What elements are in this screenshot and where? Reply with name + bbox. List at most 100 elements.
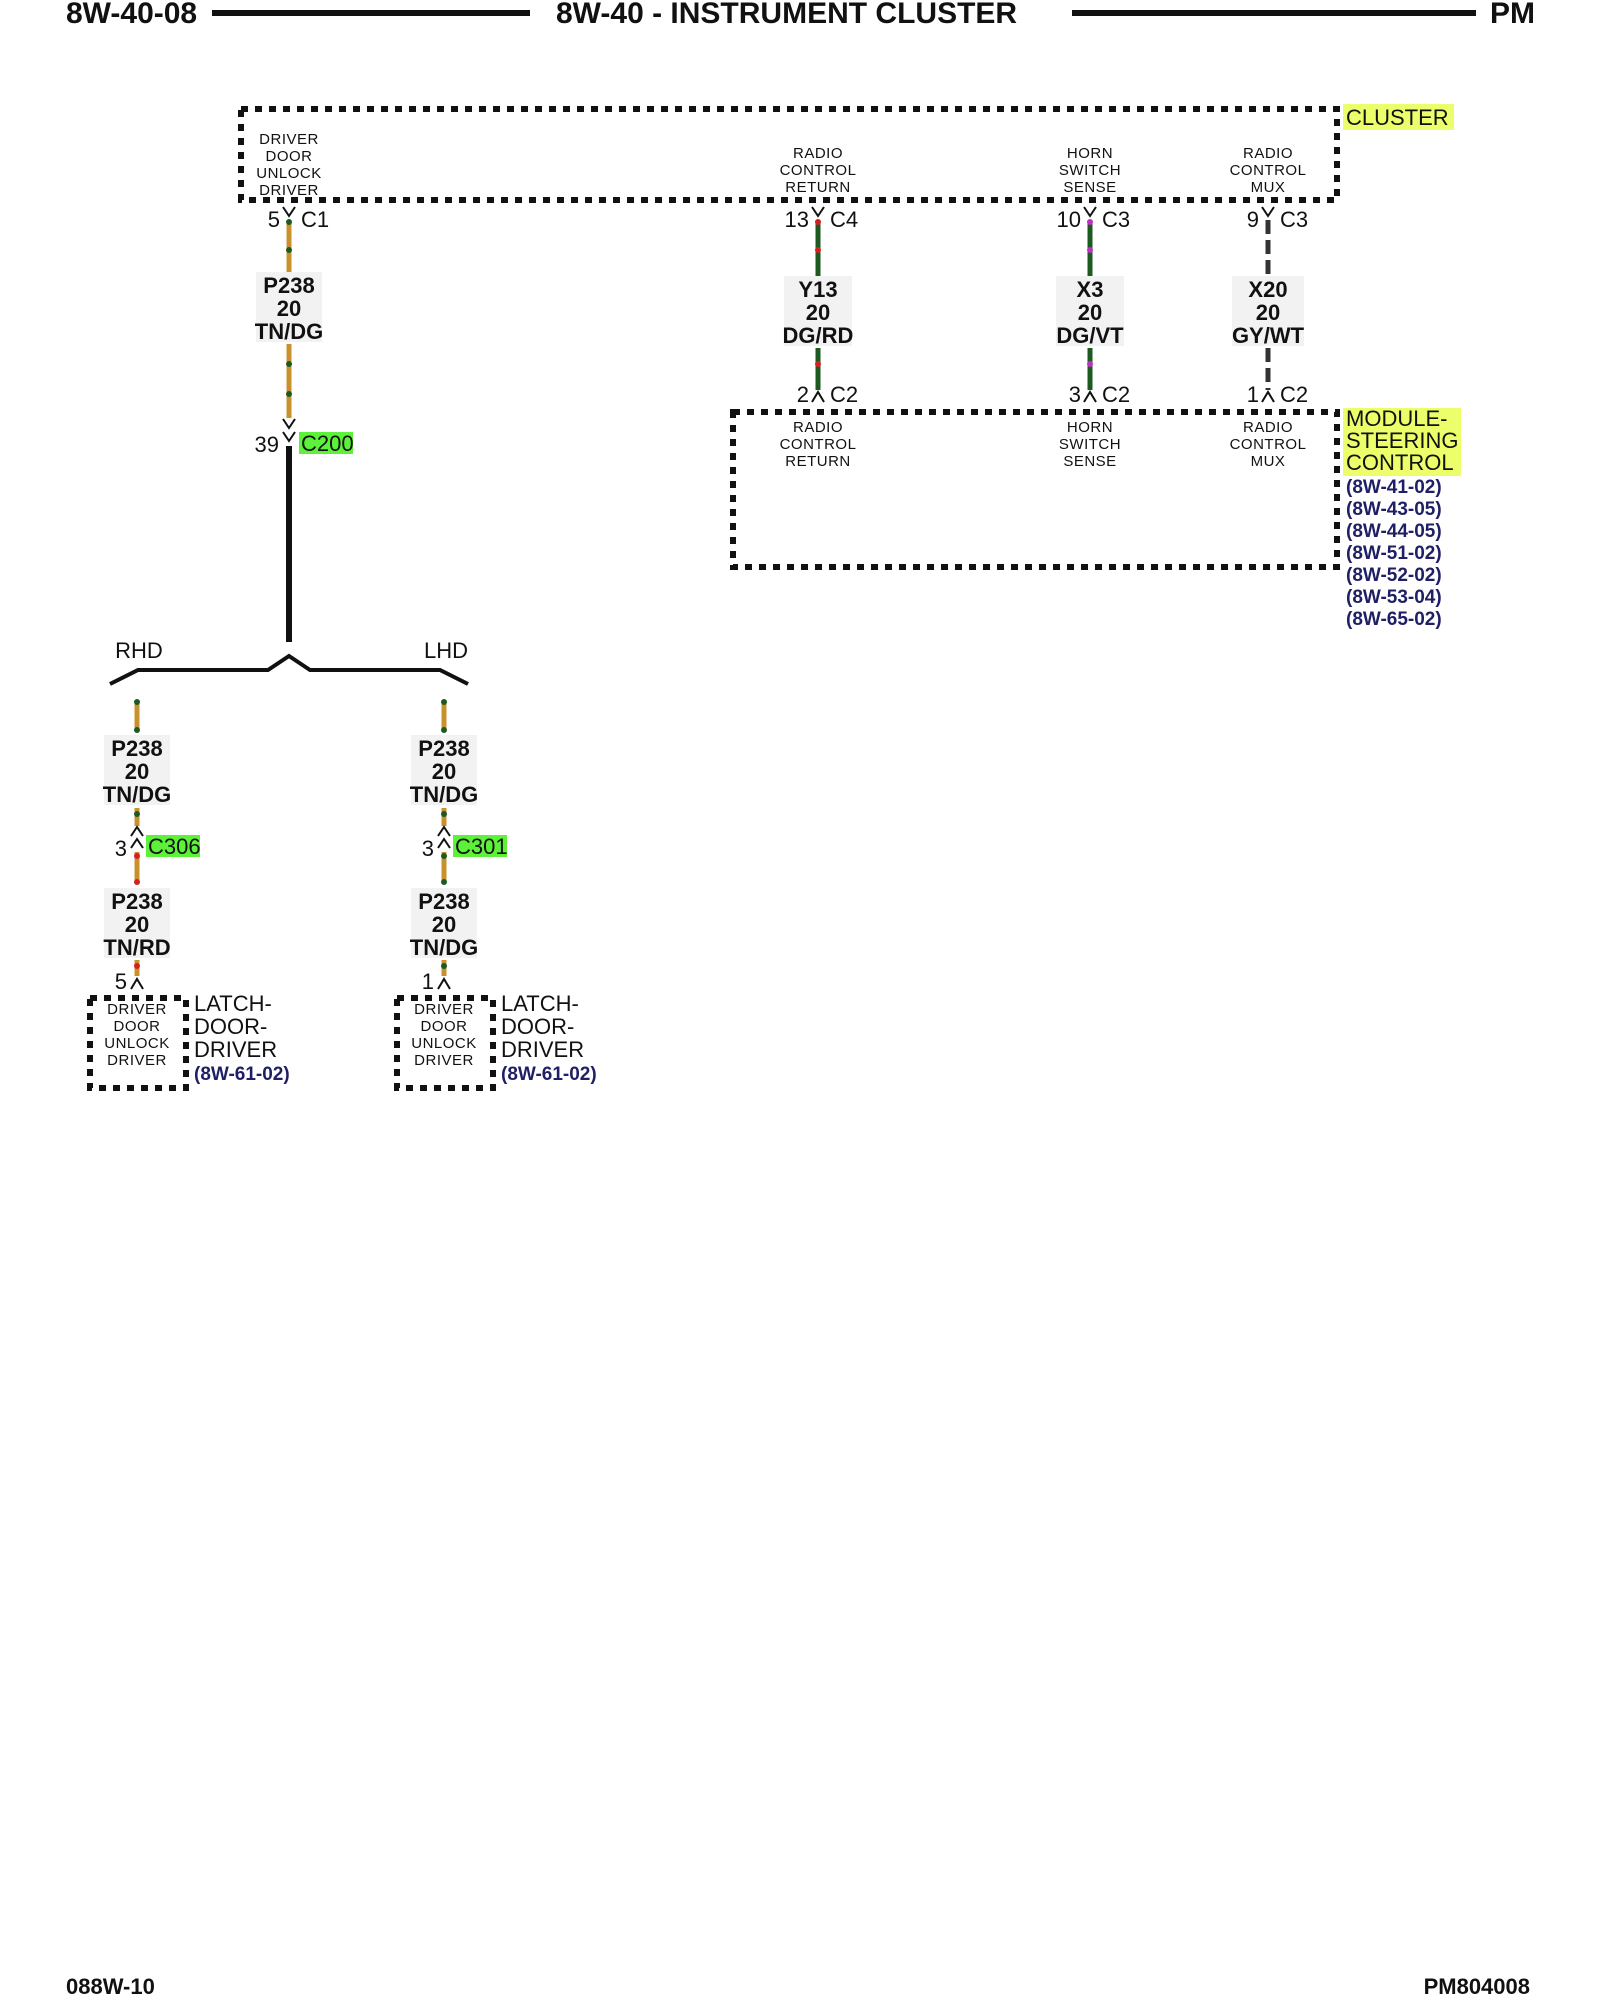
svg-text:C2: C2 xyxy=(1102,382,1130,407)
svg-text:39: 39 xyxy=(255,432,279,457)
latch-lhd-connector: 1 xyxy=(422,969,451,994)
svg-text:DRIVER: DRIVER xyxy=(414,1001,474,1018)
svg-text:1: 1 xyxy=(1247,382,1259,407)
cluster-module: CLUSTER DRIVER DOOR UNLOCK DRIVER RADIO … xyxy=(238,104,1454,203)
c200-label: C200 xyxy=(301,431,354,456)
connector-symbol xyxy=(1261,206,1275,218)
wire-x20: X20 20 GY/WT xyxy=(1232,220,1305,390)
wire-x20-id: X20 xyxy=(1248,277,1287,302)
wire-p238-lhd-lower-gauge: 20 xyxy=(432,912,456,937)
svg-text:UNLOCK: UNLOCK xyxy=(256,165,322,182)
svg-text:CONTROL: CONTROL xyxy=(780,162,857,179)
page-title: 8W-40 - INSTRUMENT CLUSTER xyxy=(556,0,1017,30)
svg-text:DOOR: DOOR xyxy=(114,1018,161,1035)
svg-text:MUX: MUX xyxy=(1251,179,1286,196)
connector-symbol xyxy=(130,977,144,990)
svg-text:DRIVER: DRIVER xyxy=(414,1052,474,1069)
rhd-branch: P238 20 TN/DG 3 C306 P238 20 TN/RD 5 xyxy=(87,699,290,1091)
cluster-pin-label-radio-mux: RADIO CONTROL MUX xyxy=(1230,145,1306,196)
page-code: PM xyxy=(1490,0,1535,30)
latch-lhd-name-2: DOOR- xyxy=(501,1014,574,1039)
cluster-box xyxy=(238,106,1340,203)
connector-symbol xyxy=(1261,390,1275,403)
svg-text:HORN: HORN xyxy=(1067,145,1113,162)
svg-text:DOOR: DOOR xyxy=(421,1018,468,1035)
connector-symbol xyxy=(437,977,451,990)
reference-link[interactable]: (8W-53-04) xyxy=(1346,587,1442,608)
cluster-connector-c3-horn: 10 C3 xyxy=(1057,206,1130,232)
cluster-pin-label-horn-sense: HORN SWITCH SENSE xyxy=(1059,145,1121,196)
connector-symbol xyxy=(437,837,451,849)
cluster-connector-c3-mux: 9 C3 xyxy=(1247,206,1308,232)
reference-link[interactable]: (8W-61-02) xyxy=(501,1064,597,1085)
svg-text:DRIVER: DRIVER xyxy=(259,182,319,199)
c301-highlight xyxy=(453,835,507,857)
wire-p238-lhd-gauge: 20 xyxy=(432,759,456,784)
branch-label-lhd: LHD xyxy=(424,638,468,663)
svg-text:C2: C2 xyxy=(830,382,858,407)
page-id: 8W-40-08 xyxy=(66,0,197,30)
footer-left-code: 088W-10 xyxy=(66,1974,155,1999)
svg-text:RETURN: RETURN xyxy=(785,179,851,196)
inline-connector-c200: 39 C200 xyxy=(255,418,354,457)
reference-link[interactable]: (8W-51-02) xyxy=(1346,543,1442,564)
wire-p238-gauge: 20 xyxy=(277,296,301,321)
svg-text:10: 10 xyxy=(1057,207,1081,232)
latch-door-driver-rhd: DRIVER DOOR UNLOCK DRIVER LATCH- DOOR- D… xyxy=(87,991,290,1091)
wire-p238-lhd-lower-color: TN/DG xyxy=(410,935,478,960)
svg-text:3: 3 xyxy=(115,836,127,861)
connector-symbol xyxy=(811,206,825,218)
steering-pin-label-horn-sense: HORN SWITCH SENSE xyxy=(1059,419,1121,470)
page-header: 8W-40-08 8W-40 - INSTRUMENT CLUSTER PM xyxy=(66,0,1535,30)
svg-text:DRIVER: DRIVER xyxy=(107,1052,167,1069)
inline-connector-c306: 3 C306 xyxy=(115,825,201,861)
latch-rhd-connector: 5 xyxy=(115,969,144,994)
wire-y13-gauge: 20 xyxy=(806,300,830,325)
lhd-branch: P238 20 TN/DG 3 C301 P238 20 TN/DG 1 DRI… xyxy=(394,699,597,1091)
svg-text:3: 3 xyxy=(1069,382,1081,407)
svg-text:C1: C1 xyxy=(301,207,329,232)
wire-p238-cluster: P238 20 TN/DG xyxy=(255,219,323,418)
svg-text:RETURN: RETURN xyxy=(785,453,851,470)
c306-highlight xyxy=(146,835,200,857)
wire-x20-color: GY/WT xyxy=(1232,323,1305,348)
reference-link[interactable]: (8W-43-05) xyxy=(1346,499,1442,520)
steering-pin-label-radio-mux: RADIO CONTROL MUX xyxy=(1230,419,1307,470)
c301-label: C301 xyxy=(455,834,508,859)
reference-link[interactable]: (8W-52-02) xyxy=(1346,565,1442,586)
reference-link[interactable]: (8W-44-05) xyxy=(1346,521,1442,542)
harness-brace xyxy=(109,653,469,686)
svg-text:CONTROL: CONTROL xyxy=(1230,436,1307,453)
wire-p238-rhd-lower-id: P238 xyxy=(111,889,162,914)
svg-text:9: 9 xyxy=(1247,207,1259,232)
connector-symbol xyxy=(282,431,296,443)
connector-symbol xyxy=(282,418,296,430)
connector-symbol xyxy=(130,825,144,837)
latch-rhd-name-1: LATCH- xyxy=(194,991,272,1016)
reference-link[interactable]: (8W-65-02) xyxy=(1346,609,1442,630)
wire-x20-gauge: 20 xyxy=(1256,300,1280,325)
reference-link[interactable]: (8W-41-02) xyxy=(1346,477,1442,498)
cluster-name-highlight xyxy=(1343,104,1454,130)
latch-lhd-box xyxy=(394,995,496,1091)
connector-symbol xyxy=(1083,206,1097,218)
svg-text:UNLOCK: UNLOCK xyxy=(411,1035,477,1052)
svg-text:C4: C4 xyxy=(830,207,858,232)
svg-text:SENSE: SENSE xyxy=(1063,179,1116,196)
wire-p238-rhd-gauge: 20 xyxy=(125,759,149,784)
wire-y13-color: DG/RD xyxy=(783,323,854,348)
wire-p238-lhd-id: P238 xyxy=(418,736,469,761)
cluster-pin-label-radio-return: RADIO CONTROL RETURN xyxy=(780,145,857,196)
connector-symbol xyxy=(130,837,144,849)
wire-y13: Y13 20 DG/RD xyxy=(783,219,854,390)
svg-text:RADIO: RADIO xyxy=(793,145,843,162)
svg-text:5: 5 xyxy=(115,969,127,994)
latch-lhd-name-1: LATCH- xyxy=(501,991,579,1016)
svg-text:SENSE: SENSE xyxy=(1063,453,1116,470)
svg-text:MUX: MUX xyxy=(1251,453,1286,470)
steering-control-module: RADIO CONTROL RETURN HORN SWITCH SENSE R… xyxy=(730,406,1461,630)
svg-text:SWITCH: SWITCH xyxy=(1059,162,1121,179)
connector-symbol xyxy=(282,206,296,218)
reference-link[interactable]: (8W-61-02) xyxy=(194,1064,290,1085)
steering-connector-c2-mux: 1 C2 xyxy=(1247,382,1308,407)
